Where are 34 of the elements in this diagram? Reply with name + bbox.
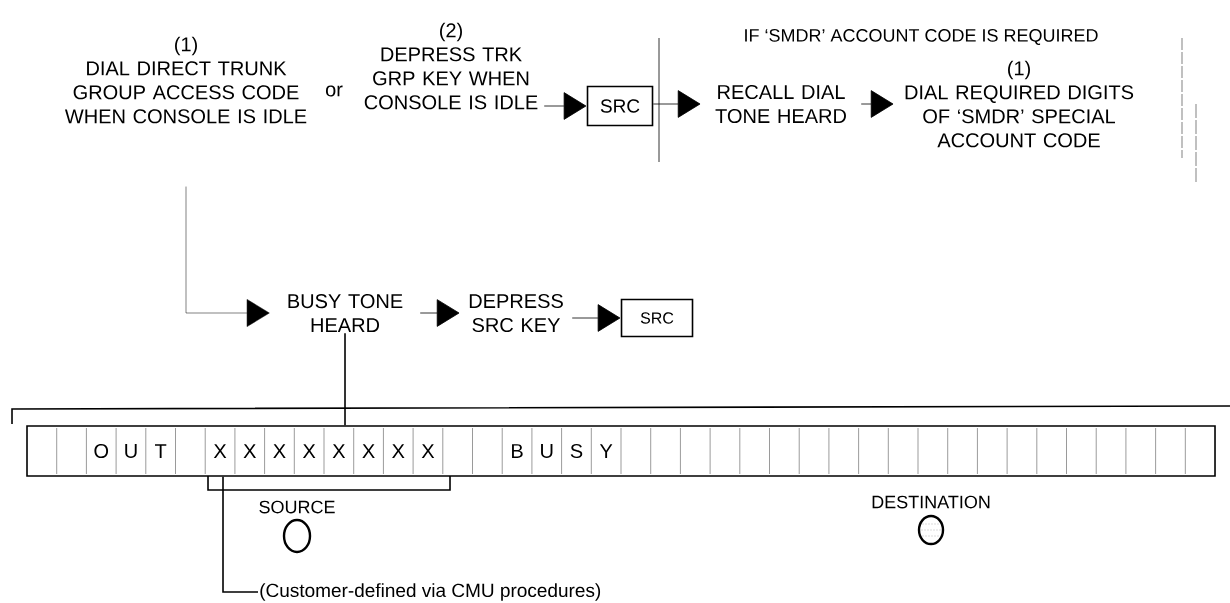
instruction-text: (1) DIAL REQUIRED DIGITS OF ‘SMDR’ SPECIAL ACCOUNT CODE [905,60,1134,148]
arrow [571,304,621,332]
display-character: X [273,444,286,458]
instruction-text: (2) DEPRESS TRK GRP KEY WHEN CONSOLE IS IDLE [364,22,538,110]
display-character: T [155,444,167,458]
instruction-text: DEPRESS SRC KEY [469,293,563,333]
display-character: S [570,443,583,459]
display-character: Y [599,444,613,458]
condition-heading: IF ‘SMDR’ ACCOUNT CODE IS REQUIRED [745,29,1098,45]
display-character: X [421,444,435,458]
display-character: X [213,444,227,458]
arrow [419,299,460,327]
display-character: X [302,444,316,458]
connector-word: or [325,85,343,97]
display-character: X [332,444,346,458]
instruction-text: BUSY TONE HEARD [288,294,403,332]
display-character: X [392,444,405,458]
display-character: X [243,444,256,458]
key-box: SRC [586,85,654,127]
display-character: O [94,443,109,459]
arrow [652,90,701,118]
display-character: U [541,444,553,458]
field-label: DESTINATION [872,495,990,509]
note-text: (Customer-defined via CMU procedures) [260,583,601,601]
display-character: X [362,444,375,458]
instruction-text: (1) DIAL DIRECT TRUNK GROUP ACCESS CODE WHEN CONSOLE IS IDLE [64,36,307,124]
arrow [543,92,587,120]
field-label: SOURCE [259,500,335,514]
key-box: SRC [620,298,694,338]
display-character: U [125,444,137,458]
arrow [185,186,270,327]
arrow [860,90,894,118]
display-character: B [512,444,523,458]
instruction-text: RECALL DIAL TONE HEARD [715,84,846,124]
